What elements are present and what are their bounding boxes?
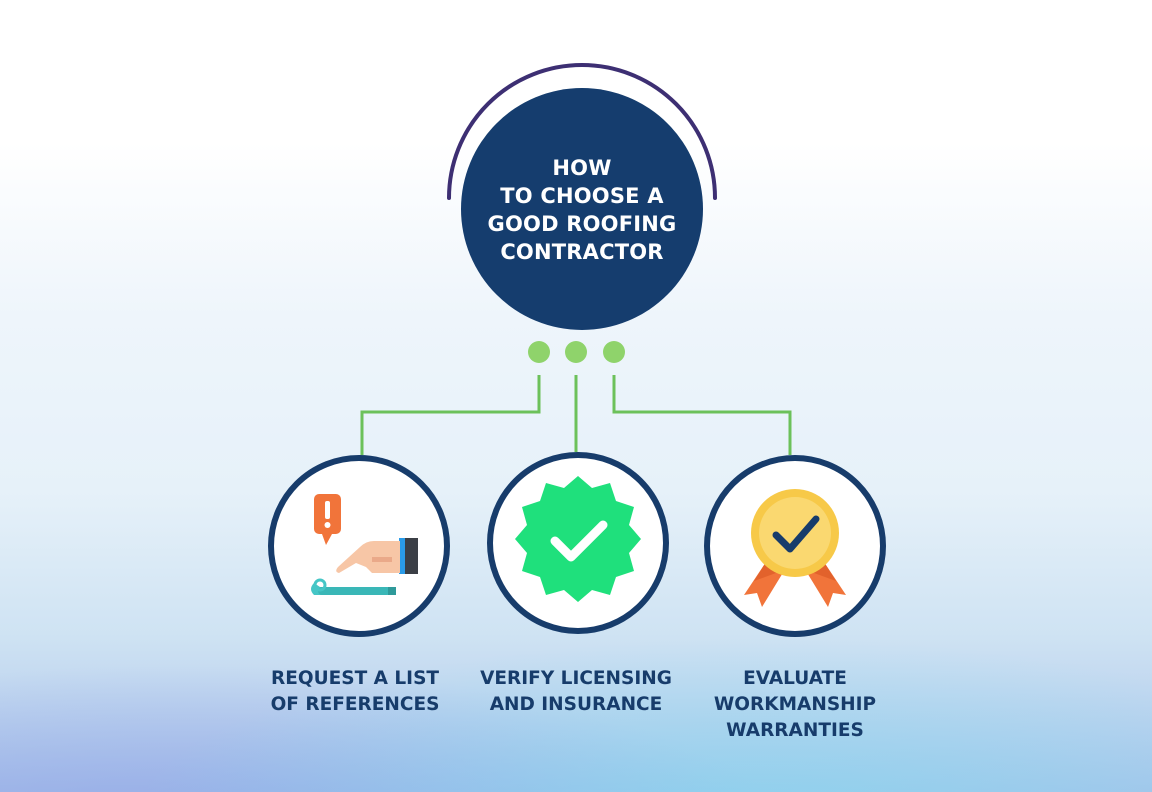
caption-line: OF REFERENCES: [270, 694, 440, 715]
step-caption-licensing: VERIFY LICENSING AND INSURANCE: [461, 666, 691, 718]
caption-line: REQUEST A LIST: [270, 668, 440, 689]
caption-line: EVALUATE: [743, 668, 847, 689]
connector-dot-right: [603, 341, 625, 363]
caption-line: AND INSURANCE: [489, 694, 663, 715]
hub-title-line: GOOD ROOFING: [487, 212, 677, 236]
caption-line: WORKMANSHIP: [713, 694, 877, 715]
step-caption-references: REQUEST A LIST OF REFERENCES: [240, 666, 470, 718]
step-caption-warranties: EVALUATE WORKMANSHIP WARRANTIES: [680, 666, 910, 744]
pointing-hand-icon: [311, 494, 418, 595]
hub-title: HOW TO CHOOSE A GOOD ROOFING CONTRACTOR: [482, 154, 682, 266]
caption-line: VERIFY LICENSING: [480, 668, 672, 689]
hub-arc: [447, 63, 717, 200]
step-node-licensing: [487, 452, 669, 634]
hub-title-line: CONTRACTOR: [500, 240, 664, 264]
connector-dot-center: [565, 341, 587, 363]
connector-right: [612, 375, 792, 455]
hub-circle: HOW TO CHOOSE A GOOD ROOFING CONTRACTOR: [461, 88, 703, 330]
award-medal-icon: [744, 489, 846, 607]
caption-line: WARRANTIES: [726, 720, 864, 741]
hub-title-line: TO CHOOSE A: [500, 184, 664, 208]
step-node-warranties: [704, 455, 886, 637]
connector-left: [360, 375, 541, 455]
hub-title-line: HOW: [552, 156, 612, 180]
verified-badge-icon: [515, 476, 641, 602]
connector-dot-left: [528, 341, 550, 363]
badge-shape: [515, 476, 641, 602]
step-node-references: [268, 455, 450, 637]
